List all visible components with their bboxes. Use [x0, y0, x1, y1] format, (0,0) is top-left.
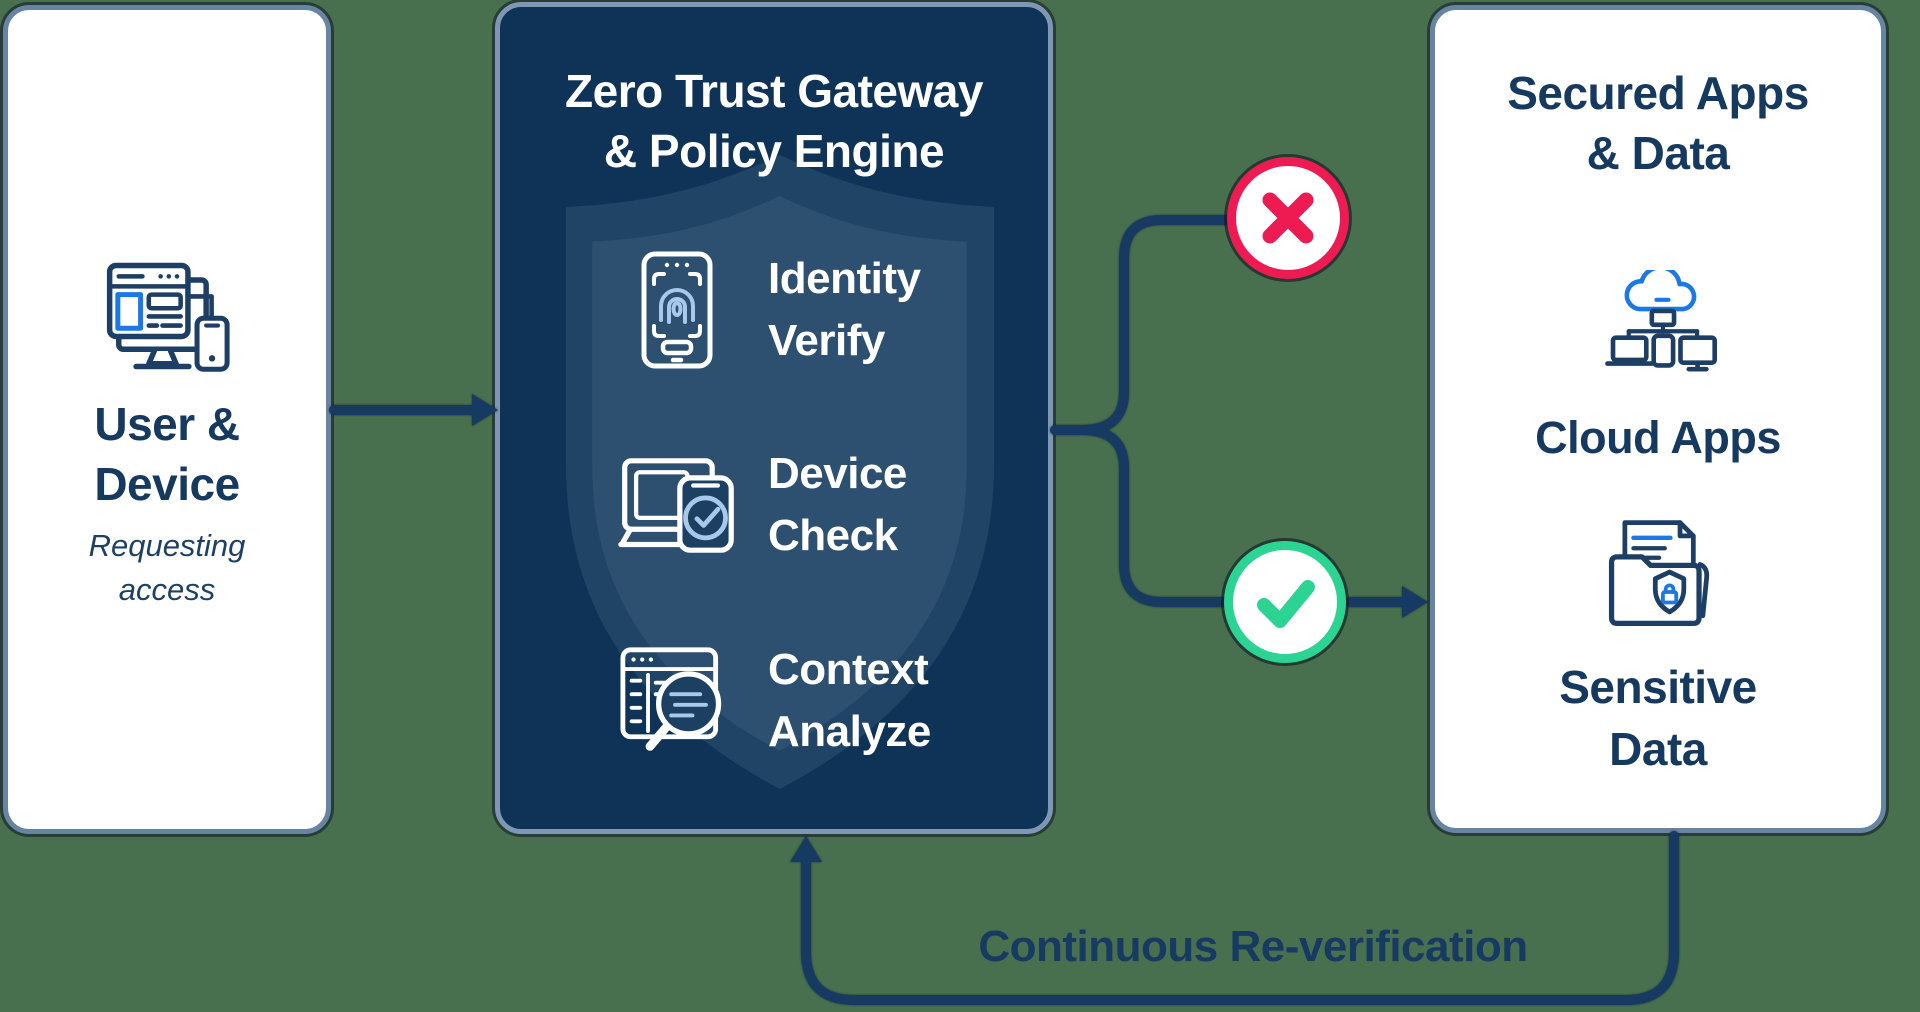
feature-device-check-label: Device Check — [768, 449, 907, 560]
reverification-loop-line — [801, 831, 1679, 1005]
grant-arrowhead — [1402, 586, 1428, 618]
gateway-panel-title: Zero Trust Gateway & Policy Engine — [554, 61, 994, 181]
check-mark-icon — [1257, 580, 1315, 628]
sensitive-data-icon — [1608, 520, 1710, 627]
reverification-label: Continuous Re-verification — [978, 922, 1528, 971]
context-analyze-icon — [620, 647, 722, 751]
secured-apps-panel: Secured Apps & Data — [1430, 5, 1886, 833]
feature-identity-verify: Identity Verify — [612, 235, 1032, 385]
device-check-icon — [618, 457, 734, 553]
allow-branch-line — [1050, 425, 1227, 607]
gateway-panel: Zero Trust Gateway & Policy Engine — [495, 2, 1053, 834]
user-panel-title: User & Device — [8, 394, 326, 514]
feature-context-analyze-label: Context Analyze — [768, 645, 931, 756]
identity-verify-icon — [641, 251, 713, 369]
user-device-panel: User & Device Requesting access — [3, 5, 331, 834]
user-panel-subtitle: Requesting access — [88, 528, 246, 607]
gateway-title-line2: & Policy Engine — [603, 125, 945, 177]
secured-title-line2: & Data — [1586, 127, 1730, 179]
deny-branch-line — [1050, 215, 1231, 435]
user-device-icon — [106, 262, 230, 372]
access-allowed-badge — [1224, 541, 1346, 663]
user-panel-title-line2: Device — [94, 458, 240, 510]
gateway-title-line1: Zero Trust Gateway — [565, 65, 983, 117]
feature-identity-verify-label: Identity Verify — [768, 254, 921, 365]
x-mark-icon — [1262, 192, 1314, 244]
feature-context-analyze: Context Analyze — [612, 626, 1032, 776]
cloud-apps-icon — [1605, 270, 1717, 372]
secured-panel-title: Secured Apps & Data — [1435, 63, 1881, 183]
feature-device-check: Device Check — [612, 430, 1032, 580]
access-denied-badge — [1227, 157, 1349, 279]
reverification-arrowhead — [790, 836, 822, 862]
user-panel-title-line1: User & — [94, 398, 240, 450]
secured-title-line1: Secured Apps — [1507, 67, 1809, 119]
sensitive-data-label: Sensitive Data — [1559, 661, 1757, 775]
cloud-apps-label: Cloud Apps — [1535, 412, 1781, 463]
